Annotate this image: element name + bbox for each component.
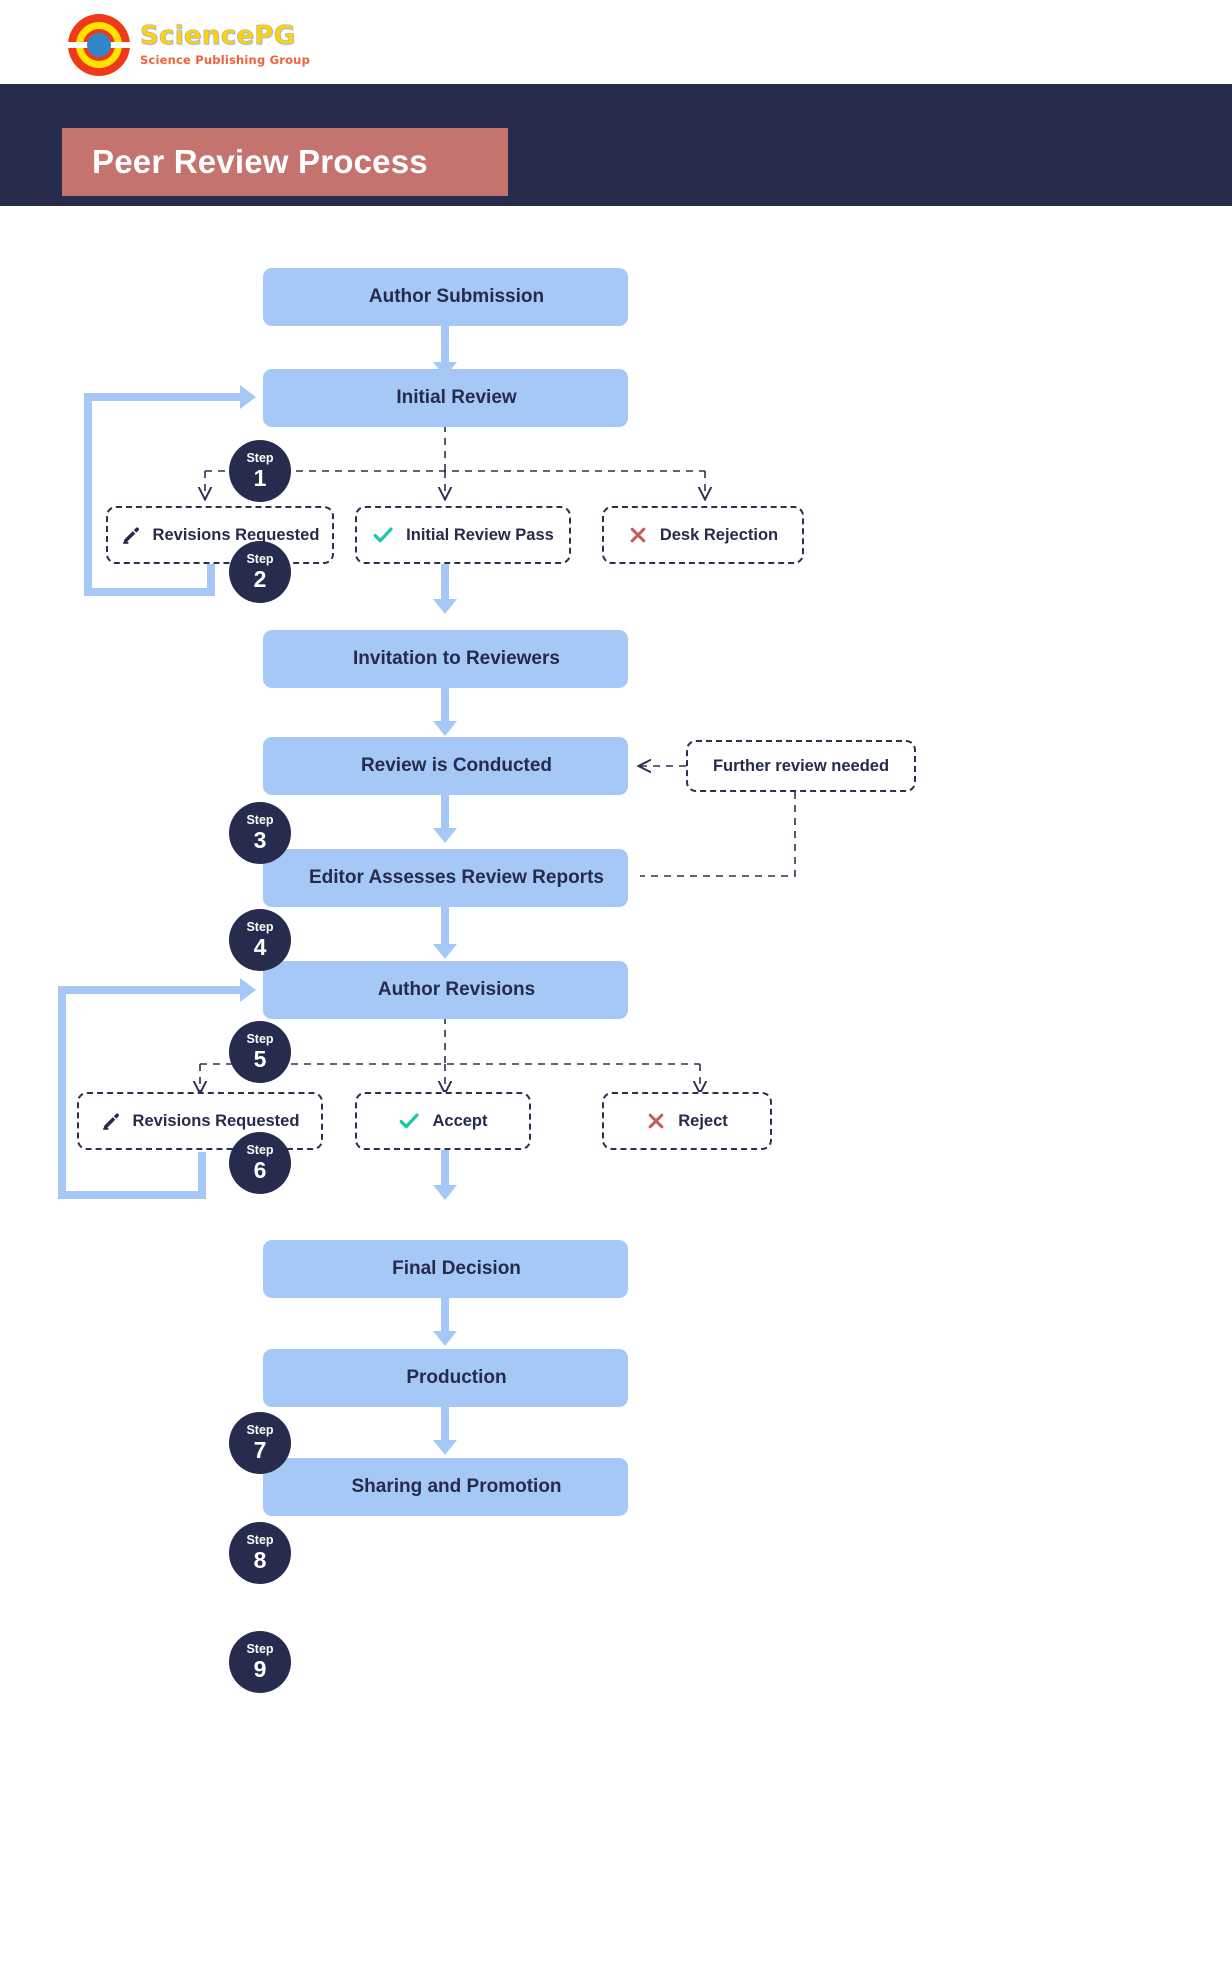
connector-8-9 (441, 1407, 449, 1445)
brand-tagline: Science Publishing Group (140, 53, 311, 68)
step-box-final-decision[interactable]: Final Decision (263, 1240, 628, 1298)
step-label: Sharing and Promotion (351, 1476, 562, 1497)
outcome-label: Revisions Requested (132, 1111, 300, 1130)
outcome-reject[interactable]: Reject (602, 1092, 772, 1150)
step-box-author-submission[interactable]: Author Submission (263, 268, 628, 326)
connector-arrow-3-4 (433, 721, 457, 736)
connector-1-2 (441, 326, 449, 368)
connector-3-4 (441, 688, 449, 726)
outcome-desk-rejection[interactable]: Desk Rejection (602, 506, 804, 564)
connector-7-8 (441, 1298, 449, 1336)
step-badge-2: Step 2 (229, 541, 291, 603)
step-badge-7: Step 7 (229, 1412, 291, 1474)
step-badge-5: Step 5 (229, 1021, 291, 1083)
flow-diagram: Step 1 Author Submission Step 2 Initial … (0, 206, 1232, 1986)
pencil-icon (121, 525, 141, 545)
step-label: Editor Assesses Review Reports (309, 867, 604, 888)
step-badge-9: Step 9 (229, 1631, 291, 1693)
title-plate: Peer Review Process (62, 128, 508, 196)
connector-arrow-accept-7 (433, 1185, 457, 1200)
step-label: Invitation to Reviewers (353, 648, 560, 669)
step-badge-3: Step 3 (229, 802, 291, 864)
step-badge-8: Step 8 (229, 1522, 291, 1584)
connector-5-6 (441, 907, 449, 949)
step-label: Author Revisions (377, 979, 536, 1000)
step-label: Initial Review (396, 387, 517, 408)
step-label: Review is Conducted (360, 755, 553, 776)
step-label: Final Decision (392, 1258, 521, 1279)
outcome-revisions-requested-1[interactable]: Revisions Requested (106, 506, 334, 564)
step-badge-4: Step 4 (229, 909, 291, 971)
pencil-icon (101, 1111, 121, 1131)
step-box-invitation-to-reviewers[interactable]: Invitation to Reviewers (263, 630, 628, 688)
step-badge-1: Step 1 (229, 440, 291, 502)
connector-arrow-pass-3 (433, 599, 457, 614)
check-icon (372, 524, 394, 546)
outcome-revisions-requested-2[interactable]: Revisions Requested (77, 1092, 323, 1150)
sciencepg-circle-logo-icon (68, 14, 130, 76)
side-note-label: Further review needed (712, 756, 890, 775)
step-badge-6: Step 6 (229, 1132, 291, 1194)
connector-arrow-7-8 (433, 1331, 457, 1346)
brand-logo[interactable]: SciencePG Science Publishing Group (68, 14, 310, 76)
side-note-further-review-needed[interactable]: Further review needed (686, 740, 916, 792)
outcome-label: Reject (678, 1111, 728, 1130)
outcome-label: Accept (432, 1111, 488, 1130)
cross-icon (646, 1111, 666, 1131)
step-box-sharing-and-promotion[interactable]: Sharing and Promotion (263, 1458, 628, 1516)
step-box-production[interactable]: Production (263, 1349, 628, 1407)
step-box-editor-assesses-review-reports[interactable]: Editor Assesses Review Reports (263, 849, 628, 907)
step-box-review-is-conducted[interactable]: Review is Conducted (263, 737, 628, 795)
connector-pass-3 (441, 564, 449, 604)
check-icon (398, 1110, 420, 1132)
connector-4-5 (441, 795, 449, 833)
step-label: Production (406, 1367, 507, 1388)
step-box-initial-review[interactable]: Initial Review (263, 369, 628, 427)
connector-arrow-8-9 (433, 1440, 457, 1455)
outcome-label: Initial Review Pass (406, 525, 554, 544)
outcome-accept[interactable]: Accept (355, 1092, 531, 1150)
brand-name: SciencePG (140, 21, 296, 52)
page-title: Peer Review Process (92, 143, 428, 180)
step-box-author-revisions[interactable]: Author Revisions (263, 961, 628, 1019)
outcome-label: Desk Rejection (659, 525, 779, 544)
cross-icon (628, 525, 648, 545)
outcome-initial-review-pass[interactable]: Initial Review Pass (355, 506, 571, 564)
connector-arrow-5-6 (433, 944, 457, 959)
outcome-label: Revisions Requested (152, 525, 320, 544)
connector-accept-7 (441, 1150, 449, 1190)
connector-arrow-4-5 (433, 828, 457, 843)
step-label: Author Submission (368, 286, 545, 307)
